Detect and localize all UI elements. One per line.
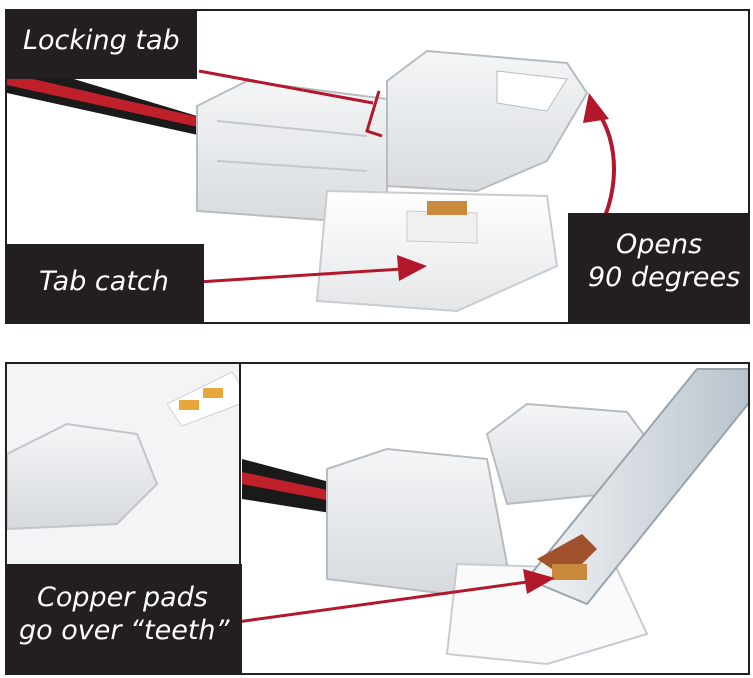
locking-tab-label: Locking tab: [7, 11, 197, 79]
opens-label: Opens 90 degrees: [568, 213, 748, 322]
locking-tab-open: [386, 49, 589, 193]
copper-pads-arrowhead: [523, 569, 555, 594]
locking-tab-arrow: [198, 69, 374, 105]
opens-text-line1: Opens: [616, 229, 703, 260]
red-wire: [242, 472, 337, 502]
red-wire: [7, 73, 207, 129]
tab-catch-text: Tab catch: [39, 266, 169, 297]
copper-teeth: [427, 201, 467, 215]
locking-tab-bracket: [365, 90, 383, 138]
copper-text-line1: Copper pads: [37, 582, 208, 613]
curved-arrowhead: [583, 93, 609, 123]
locking-tab-text: Locking tab: [23, 25, 180, 56]
connector-white-base: [315, 189, 559, 313]
top-illustration: [7, 49, 616, 313]
tab-catch-arrow: [181, 267, 403, 285]
copper-pads-arrow: [236, 580, 528, 624]
bottom-illustration: [7, 364, 748, 666]
opens-text-line2: 90 degrees: [588, 261, 741, 293]
connector-clear-body: [326, 447, 509, 596]
top-panel: Locking tab Tab catch Opens 90 degrees: [5, 9, 750, 324]
inset-connector: [7, 422, 159, 531]
copper-text-line2: go over “teeth”: [19, 614, 230, 646]
copper-teeth: [552, 564, 587, 580]
copper-pads-label: Copper pads go over “teeth”: [7, 564, 242, 673]
tab-catch-label: Tab catch: [7, 244, 204, 322]
bottom-panel: Copper pads go over “teeth”: [5, 362, 750, 675]
tab-catch-arrowhead: [397, 255, 427, 281]
